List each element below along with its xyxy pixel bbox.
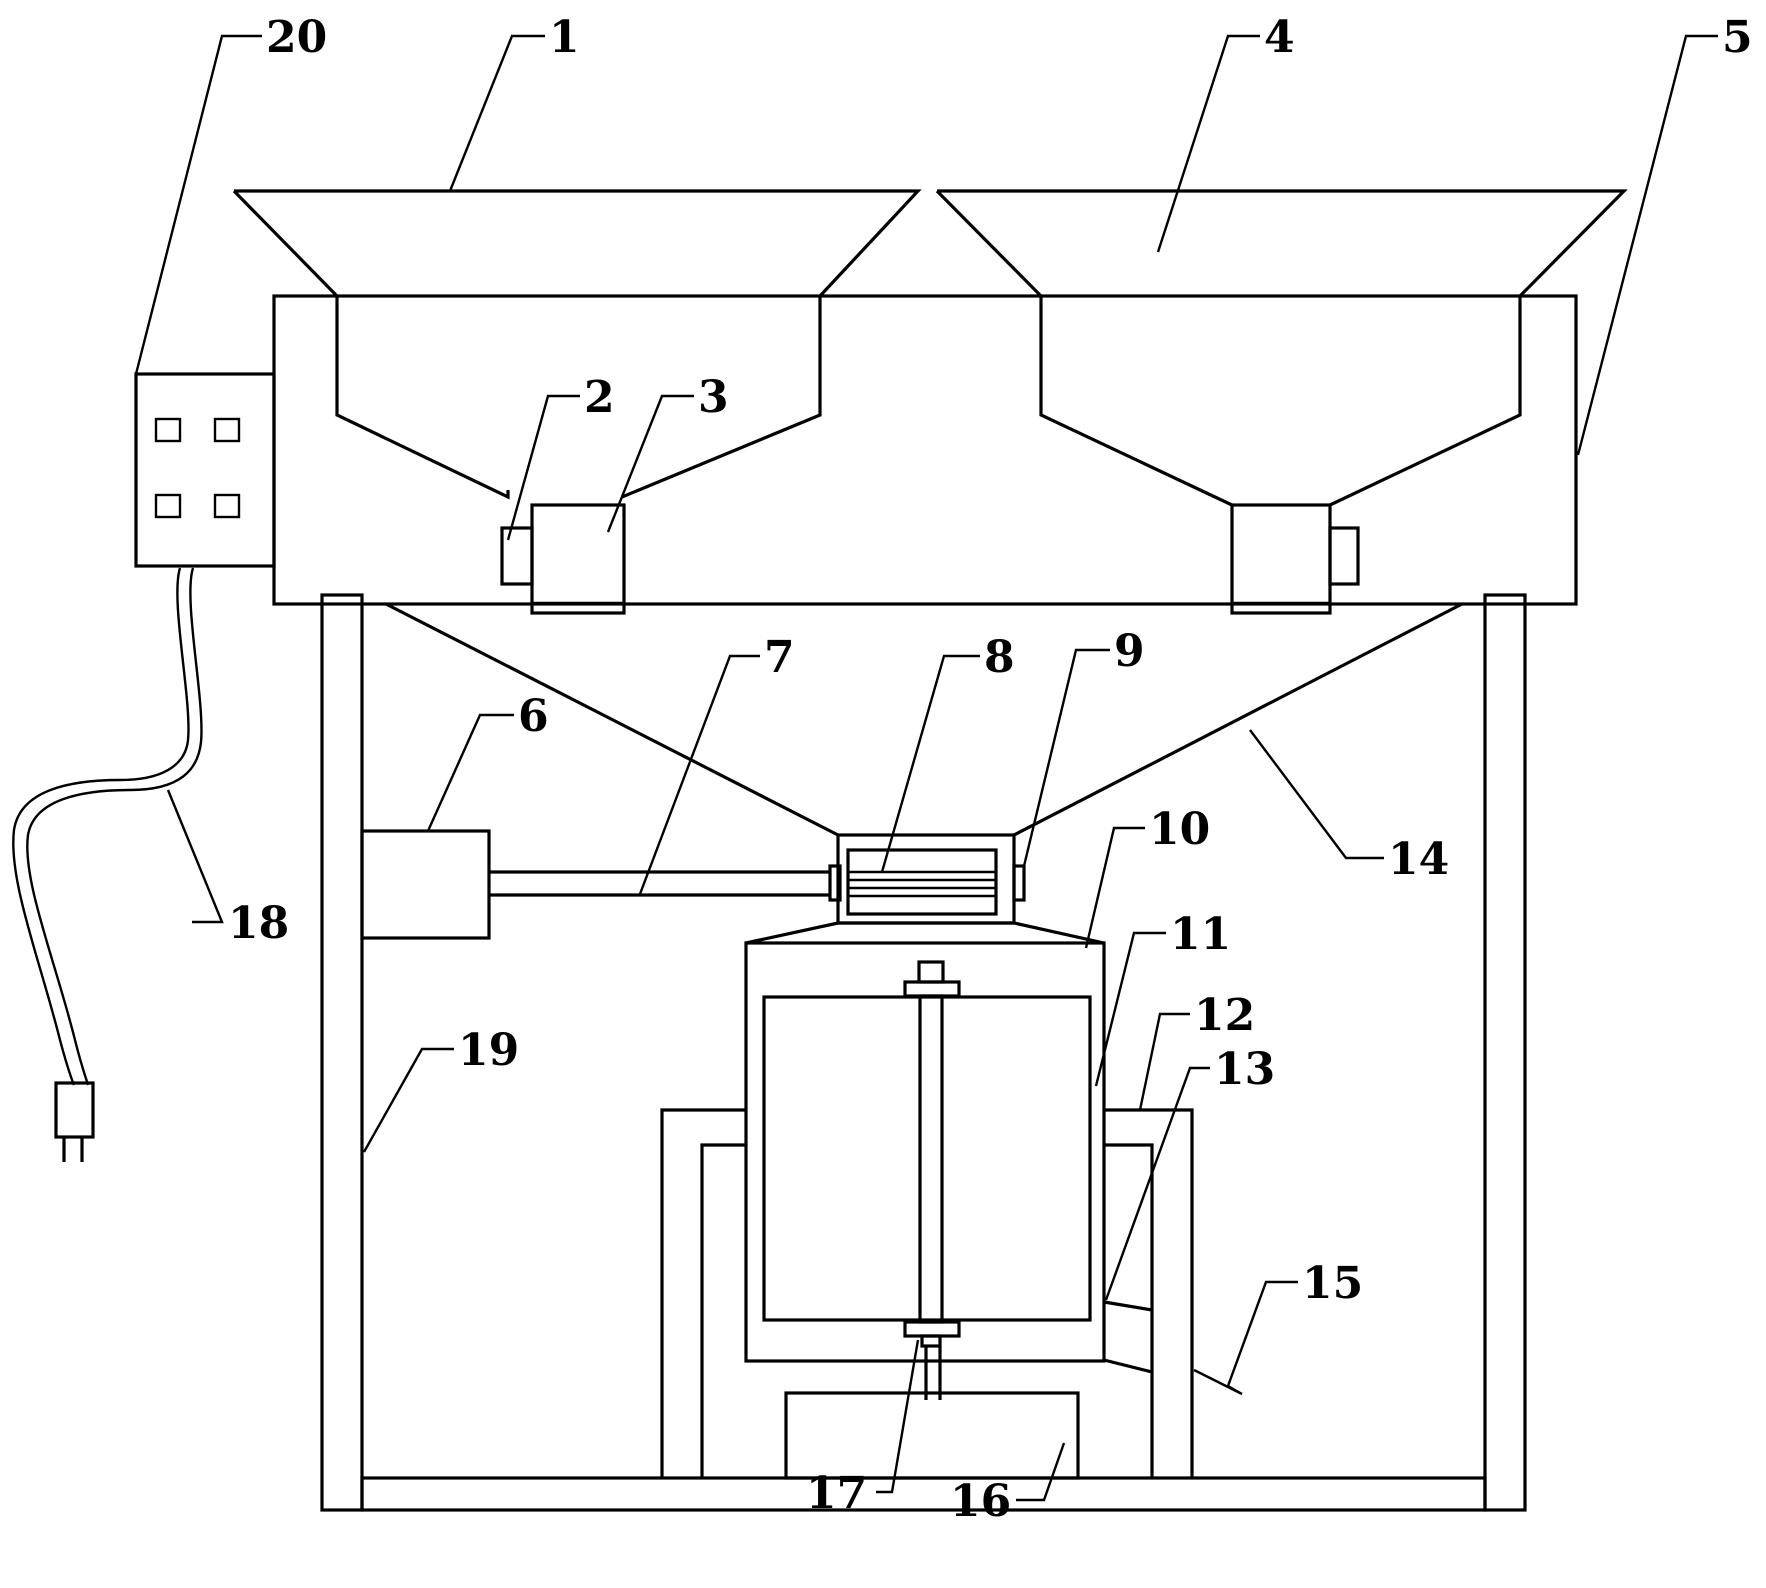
leader-7	[638, 654, 760, 895]
leader-9	[1022, 648, 1110, 867]
leader-13	[1104, 1066, 1210, 1301]
drive-motor	[360, 829, 491, 940]
valve-bearing-right	[1012, 864, 1026, 902]
label-6: 6	[518, 691, 549, 742]
label-12: 12	[1194, 990, 1255, 1041]
left-hopper	[232, 189, 922, 500]
label-15: 15	[1302, 1258, 1363, 1309]
leader-19	[362, 1047, 454, 1153]
left-hopper-body-right	[621, 296, 822, 499]
label-10: 10	[1149, 804, 1210, 855]
leader-8	[880, 654, 980, 873]
collecting-funnel-left	[385, 602, 839, 837]
leader-4	[1156, 34, 1260, 253]
frame-base	[360, 1476, 1487, 1512]
collecting-funnel-right	[1013, 602, 1463, 837]
valve-bearing-left	[828, 864, 842, 902]
right-metering-valve	[1230, 503, 1332, 615]
reference-numerals: 20 1 4 5 2 3 7 8 9 6 10 11 12 13 14 15 1…	[228, 12, 1753, 1527]
leader-11	[1094, 931, 1166, 1087]
leader-20	[134, 34, 262, 375]
label-14: 14	[1388, 834, 1449, 885]
control-button	[154, 417, 182, 443]
base-motor	[784, 1391, 1080, 1480]
control-button	[154, 493, 182, 519]
shaft-top-cap	[917, 960, 945, 984]
leader-6	[426, 713, 514, 832]
label-16: 16	[950, 1476, 1011, 1527]
label-19: 19	[458, 1025, 519, 1076]
left-hopper-top-edge	[232, 189, 339, 298]
upper-box	[272, 294, 1578, 606]
label-20: 20	[266, 12, 327, 63]
support-bracket-inner-left	[700, 1143, 746, 1478]
leader-lines	[134, 34, 1718, 1502]
rotary-valve-rotor	[846, 848, 998, 916]
label-17: 17	[806, 1468, 867, 1519]
leader-18	[166, 789, 224, 924]
leader-5	[1576, 34, 1718, 456]
right-hopper-body-left	[1039, 296, 1233, 507]
shaft-bottom-hub	[903, 1320, 961, 1338]
left-valve-motor	[500, 526, 534, 586]
right-hopper	[935, 189, 1628, 507]
label-13: 13	[1214, 1044, 1275, 1095]
leader-14	[1249, 729, 1384, 860]
leader-3	[606, 394, 694, 533]
label-8: 8	[984, 632, 1015, 683]
left-hopper-body-left	[335, 296, 510, 500]
control-box-body	[134, 372, 276, 568]
discharge-spout-bottom	[1103, 1358, 1153, 1374]
label-1: 1	[549, 12, 580, 63]
leader-10	[1084, 826, 1145, 949]
stirring-shaft	[918, 994, 944, 1324]
power-plug	[54, 1081, 95, 1139]
frame-left-leg	[320, 593, 364, 1512]
leader-2	[506, 394, 580, 541]
leader-16	[1016, 1442, 1066, 1502]
control-button	[213, 493, 241, 519]
label-3: 3	[698, 372, 729, 423]
label-9: 9	[1114, 626, 1145, 677]
support-bracket-inner-right	[1104, 1143, 1154, 1478]
label-11: 11	[1170, 909, 1231, 960]
right-hopper-top	[937, 189, 1628, 298]
support-bracket-outer-right	[1104, 1108, 1194, 1478]
shaft-coupling	[920, 1334, 942, 1348]
control-button	[213, 417, 241, 443]
right-hopper-body-right	[1329, 296, 1522, 507]
mixing-drum	[744, 941, 1106, 1363]
support-bracket-outer-left	[660, 1108, 746, 1478]
left-hopper-top	[234, 189, 922, 298]
left-metering-valve	[530, 503, 626, 615]
discharge-spout-top	[1103, 1300, 1153, 1312]
cord-strand	[12, 567, 190, 1086]
right-hopper-top-edge	[935, 189, 1043, 298]
inner-tank	[762, 995, 1092, 1322]
control-box	[134, 372, 276, 568]
frame-right-leg	[1483, 593, 1527, 1512]
leader-17	[876, 1339, 920, 1494]
label-18: 18	[228, 898, 289, 949]
leader-15	[1193, 1280, 1298, 1396]
label-5: 5	[1722, 12, 1753, 63]
label-4: 4	[1264, 12, 1295, 63]
cord-strand	[26, 567, 203, 1086]
label-2: 2	[584, 372, 615, 423]
right-valve-motor	[1328, 526, 1360, 586]
leader-12	[1138, 1012, 1190, 1111]
shaft-top-hub	[903, 980, 961, 998]
mixing-drum-lid	[745, 921, 1105, 945]
label-7: 7	[764, 632, 795, 683]
power-cord	[12, 567, 203, 1162]
leader-1	[448, 34, 545, 192]
